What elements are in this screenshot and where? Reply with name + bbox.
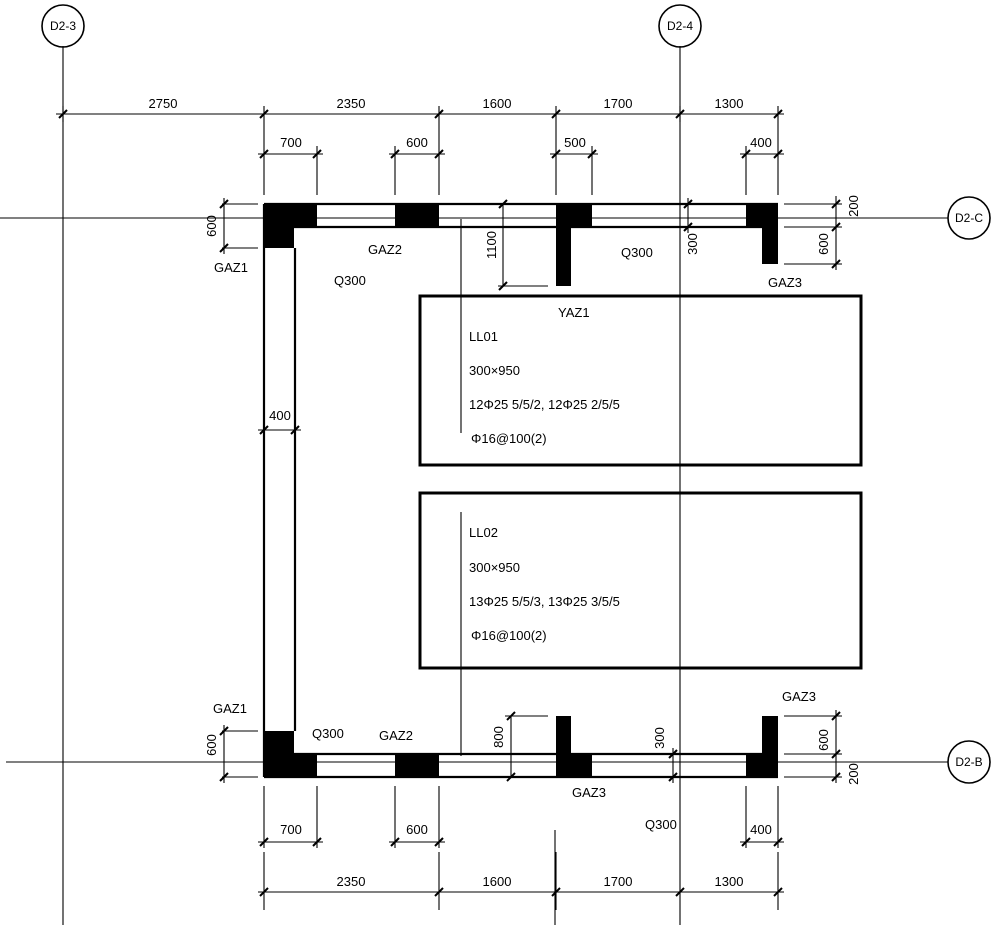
beam-ll02-notes: LL02 300×950 13Φ25 5/5/3, 13Φ25 3/5/5 Φ1… xyxy=(469,525,620,643)
dim-1300-top: 1300 xyxy=(715,96,744,111)
axis-bubble-d2-4 xyxy=(658,4,702,48)
label-gaz3-bottom-mid: GAZ3 xyxy=(572,785,606,800)
label-gaz2-bottom: GAZ2 xyxy=(379,728,413,743)
ll02-main-rebar: 13Φ25 5/5/3, 13Φ25 3/5/5 xyxy=(469,594,620,609)
label-q300-top-right: Q300 xyxy=(621,245,653,260)
dim-1100: 1100 xyxy=(484,231,499,259)
column-yaz1 xyxy=(556,203,592,286)
column-gaz2-top xyxy=(395,203,439,228)
dim-600-left-bottom: 600 xyxy=(204,734,219,756)
dim-2350-top: 2350 xyxy=(337,96,366,111)
label-gaz3-bottom-right: GAZ3 xyxy=(782,689,816,704)
dim-400-bottom: 400 xyxy=(750,822,772,837)
element-labels: GAZ1 GAZ2 Q300 Q300 GAZ3 YAZ1 GAZ1 Q300 … xyxy=(213,242,816,832)
dim-1300-bottom: 1300 xyxy=(715,874,744,889)
dim-2750: 2750 xyxy=(149,96,178,111)
label-gaz1-bottom: GAZ1 xyxy=(213,701,247,716)
dim-600-right-bottom: 600 xyxy=(816,729,831,751)
dim-800: 800 xyxy=(491,726,506,748)
dim-bottom-columns: 700 600 400 xyxy=(258,786,784,848)
dim-500-top: 500 xyxy=(564,135,586,150)
dim-400-top: 400 xyxy=(750,135,772,150)
ll02-stirrup: Φ16@100(2) xyxy=(471,628,547,643)
label-yaz1: YAZ1 xyxy=(558,305,590,320)
dim-1600-bottom: 1600 xyxy=(483,874,512,889)
beam-ll01-notes: LL01 300×950 12Φ25 5/5/2, 12Φ25 2/5/5 Φ1… xyxy=(469,329,620,446)
beam-boxes xyxy=(418,219,863,925)
dim-1600-top: 1600 xyxy=(483,96,512,111)
columns xyxy=(264,203,778,778)
label-gaz3-top: GAZ3 xyxy=(768,275,802,290)
axis-label-d2-4: D2-4 xyxy=(667,19,693,33)
axis-bubble-d2-c xyxy=(947,196,991,240)
dim-top-columns: 700 600 500 400 xyxy=(258,135,784,195)
column-gaz3-top xyxy=(746,203,778,264)
ll01-name: LL01 xyxy=(469,329,498,344)
dim-1700-top: 1700 xyxy=(604,96,633,111)
ll01-stirrup: Φ16@100(2) xyxy=(471,431,547,446)
column-gaz1-top xyxy=(264,203,317,248)
ll01-section: 300×950 xyxy=(469,363,520,378)
dim-700-bottom: 700 xyxy=(280,822,302,837)
grid-axes: D2-3 D2-4 D2-C D2-B xyxy=(0,4,991,925)
dim-200-top: 200 xyxy=(846,195,861,217)
dim-600-right-top: 600 xyxy=(816,233,831,255)
column-gaz3-bottom-mid xyxy=(556,716,592,778)
axis-bubble-d2-3 xyxy=(41,4,85,48)
dim-left-bottom: 600 800 300 xyxy=(204,711,678,783)
dim-2350-bottom: 2350 xyxy=(337,874,366,889)
label-gaz2-top: GAZ2 xyxy=(368,242,402,257)
column-gaz1-bottom xyxy=(264,731,317,778)
label-q300-top-left: Q300 xyxy=(334,273,366,288)
ll02-name: LL02 xyxy=(469,525,498,540)
dim-600-bottom: 600 xyxy=(406,822,428,837)
dim-300-bottom: 300 xyxy=(652,727,667,749)
axis-label-d2-c: D2-C xyxy=(955,211,983,225)
axis-label-d2-b: D2-B xyxy=(955,755,982,769)
dim-wall-400: 400 xyxy=(258,408,301,435)
axis-label-d2-3: D2-3 xyxy=(50,19,76,33)
column-gaz2-bottom xyxy=(395,753,439,778)
dim-300-top: 300 xyxy=(685,233,700,255)
dim-200-bottom: 200 xyxy=(846,763,861,785)
ll01-main-rebar: 12Φ25 5/5/2, 12Φ25 2/5/5 xyxy=(469,397,620,412)
column-gaz3-bottom-right xyxy=(746,716,778,778)
dim-right-top: 200 600 xyxy=(784,195,861,270)
label-q300-bottom-left: Q300 xyxy=(312,726,344,741)
label-q300-bottom-mid: Q300 xyxy=(645,817,677,832)
dim-top-overall: 2750 2350 1600 1700 1300 xyxy=(56,96,784,195)
dim-400-wall: 400 xyxy=(269,408,291,423)
label-gaz1-top: GAZ1 xyxy=(214,260,248,275)
axis-bubble-d2-b xyxy=(947,740,991,784)
beam-box-ll01 xyxy=(418,294,863,467)
dim-600-left-top: 600 xyxy=(204,215,219,237)
dim-bottom-overall: 2350 1600 1700 1300 xyxy=(258,852,784,910)
dim-700-top: 700 xyxy=(280,135,302,150)
walls xyxy=(262,202,778,779)
dim-right-bottom: 600 200 xyxy=(784,710,861,785)
ll02-section: 300×950 xyxy=(469,560,520,575)
dim-600-top: 600 xyxy=(406,135,428,150)
dim-1700-bottom: 1700 xyxy=(604,874,633,889)
beam-box-ll02 xyxy=(418,491,863,670)
dim-left-top: 600 1100 300 xyxy=(204,198,700,291)
